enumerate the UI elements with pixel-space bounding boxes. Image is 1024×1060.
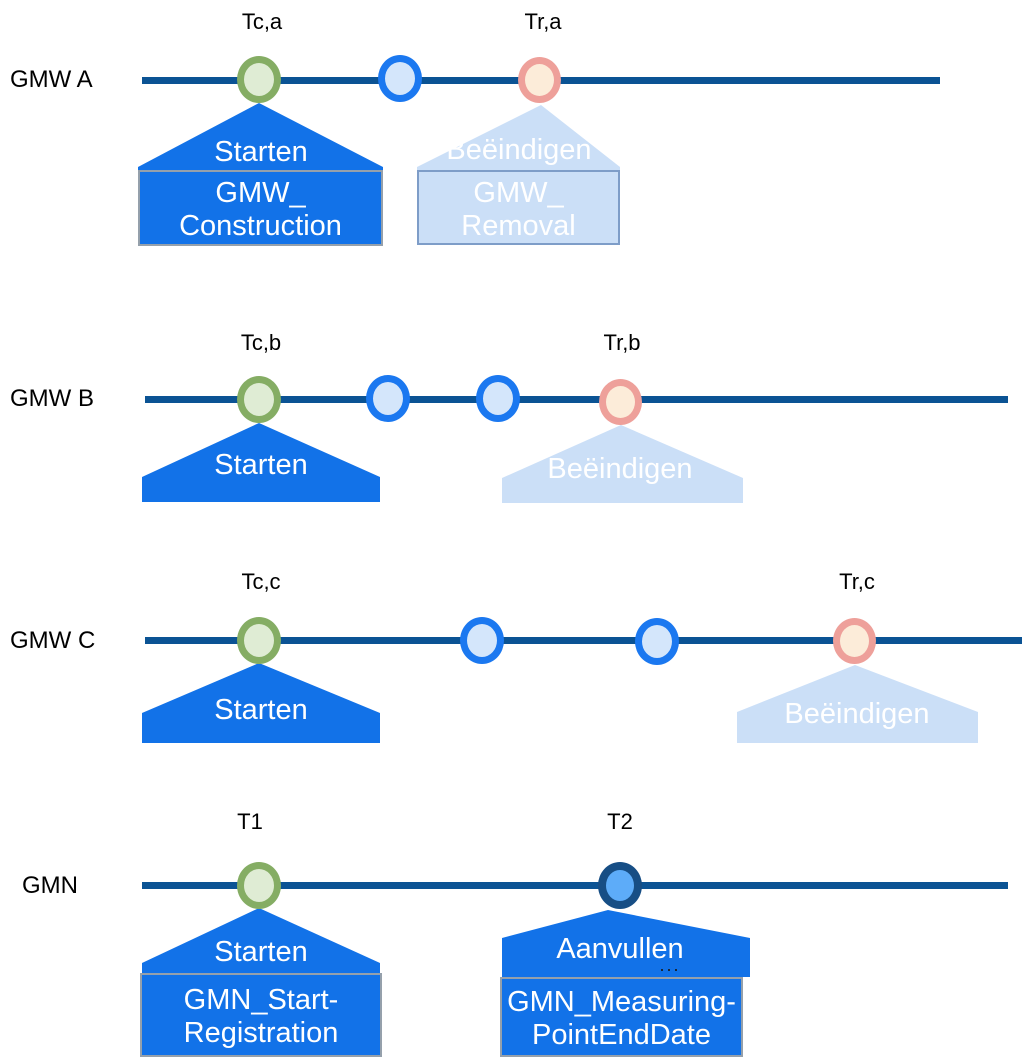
timeline-gmn [142, 882, 1008, 889]
row-label-gmw-a: GMW A [10, 66, 93, 93]
time-label-tr-c: Tr,c [839, 569, 875, 594]
callout-box-gmn-measuringpointenddate: GMN_Measuring- PointEndDate [500, 977, 743, 1057]
callout-pentagon-starten-gmw-b [142, 423, 380, 502]
callout-pentagon-beeindigen-gmw-c [737, 665, 978, 743]
row-label-gmw-b: GMW B [10, 385, 94, 412]
row-label-gmw-c: GMW C [10, 627, 96, 654]
callout-title-starten-gmw-a: Starten [214, 136, 308, 168]
event-marker-removal-gmw-c [833, 618, 876, 664]
callout-box-gmn-start-registration: GMN_Start- Registration [140, 973, 382, 1057]
callout-title-beeindigen-gmw-a: Beëindigen [446, 134, 592, 166]
collapsed-ellipsis: ... [659, 955, 681, 975]
callout-pentagon-aanvullen-gmn [502, 910, 750, 977]
timeline-gmw-b [145, 396, 1008, 403]
callout-pentagon-starten-gmn [142, 908, 380, 973]
callout-box-line: GMW_ [473, 176, 564, 209]
callout-box-gmw-construction: GMW_ Construction [138, 170, 383, 246]
callout-pentagon-beeindigen-gmw-b [502, 425, 743, 503]
event-marker-intermediate-2-gmw-b [476, 375, 520, 422]
time-label-tc-c: Tc,c [241, 569, 281, 594]
event-marker-construction-gmw-b [237, 376, 281, 423]
event-marker-intermediate-2-gmw-c [635, 618, 679, 665]
callout-title-starten-gmw-b: Starten [214, 449, 308, 481]
callout-box-line: GMW_ [215, 177, 306, 209]
event-marker-intermediate-gmw-a [378, 55, 422, 102]
event-marker-removal-gmw-b [599, 379, 642, 425]
time-label-tr-b: Tr,b [603, 330, 641, 355]
event-marker-removal-gmw-a [518, 57, 561, 103]
time-label-tc-a: Tc,a [241, 9, 283, 34]
time-label-tr-a: Tr,a [524, 9, 562, 34]
event-marker-construction-gmw-c [237, 617, 281, 664]
row-label-gmn: GMN [22, 872, 78, 899]
callout-box-line: Registration [183, 1017, 339, 1049]
callout-title-beeindigen-gmw-b: Beëindigen [547, 453, 693, 485]
event-marker-construction-gmw-a [237, 56, 281, 103]
event-marker-start-gmn [237, 862, 281, 909]
timeline-gmw-c [145, 637, 1022, 644]
callout-pentagon-beeindigen-gmw-a [417, 105, 620, 170]
callout-title-starten-gmn: Starten [214, 936, 308, 968]
event-marker-intermediate-1-gmw-b [366, 375, 410, 422]
callout-box-gmw-removal: GMW_ Removal [417, 170, 620, 245]
callout-title-aanvullen-gmn: Aanvullen [556, 933, 684, 965]
time-label-t2: T2 [607, 809, 633, 834]
callout-pentagon-starten-gmw-c [142, 663, 380, 743]
callout-pentagon-starten-gmw-a [138, 103, 383, 171]
time-label-tc-b: Tc,b [240, 330, 282, 355]
callout-box-line: Construction [179, 210, 342, 242]
callout-box-line: Removal [461, 209, 576, 242]
callout-title-beeindigen-gmw-c: Beëindigen [784, 698, 930, 730]
callout-box-line: PointEndDate [532, 1019, 711, 1051]
time-label-t1: T1 [237, 809, 263, 834]
event-marker-intermediate-1-gmw-c [460, 617, 504, 664]
callout-box-line: GMN_Start- [183, 984, 339, 1016]
event-marker-end-gmn [598, 862, 642, 909]
callout-box-line: GMN_Measuring- [507, 986, 736, 1018]
callout-title-starten-gmw-c: Starten [214, 694, 308, 726]
